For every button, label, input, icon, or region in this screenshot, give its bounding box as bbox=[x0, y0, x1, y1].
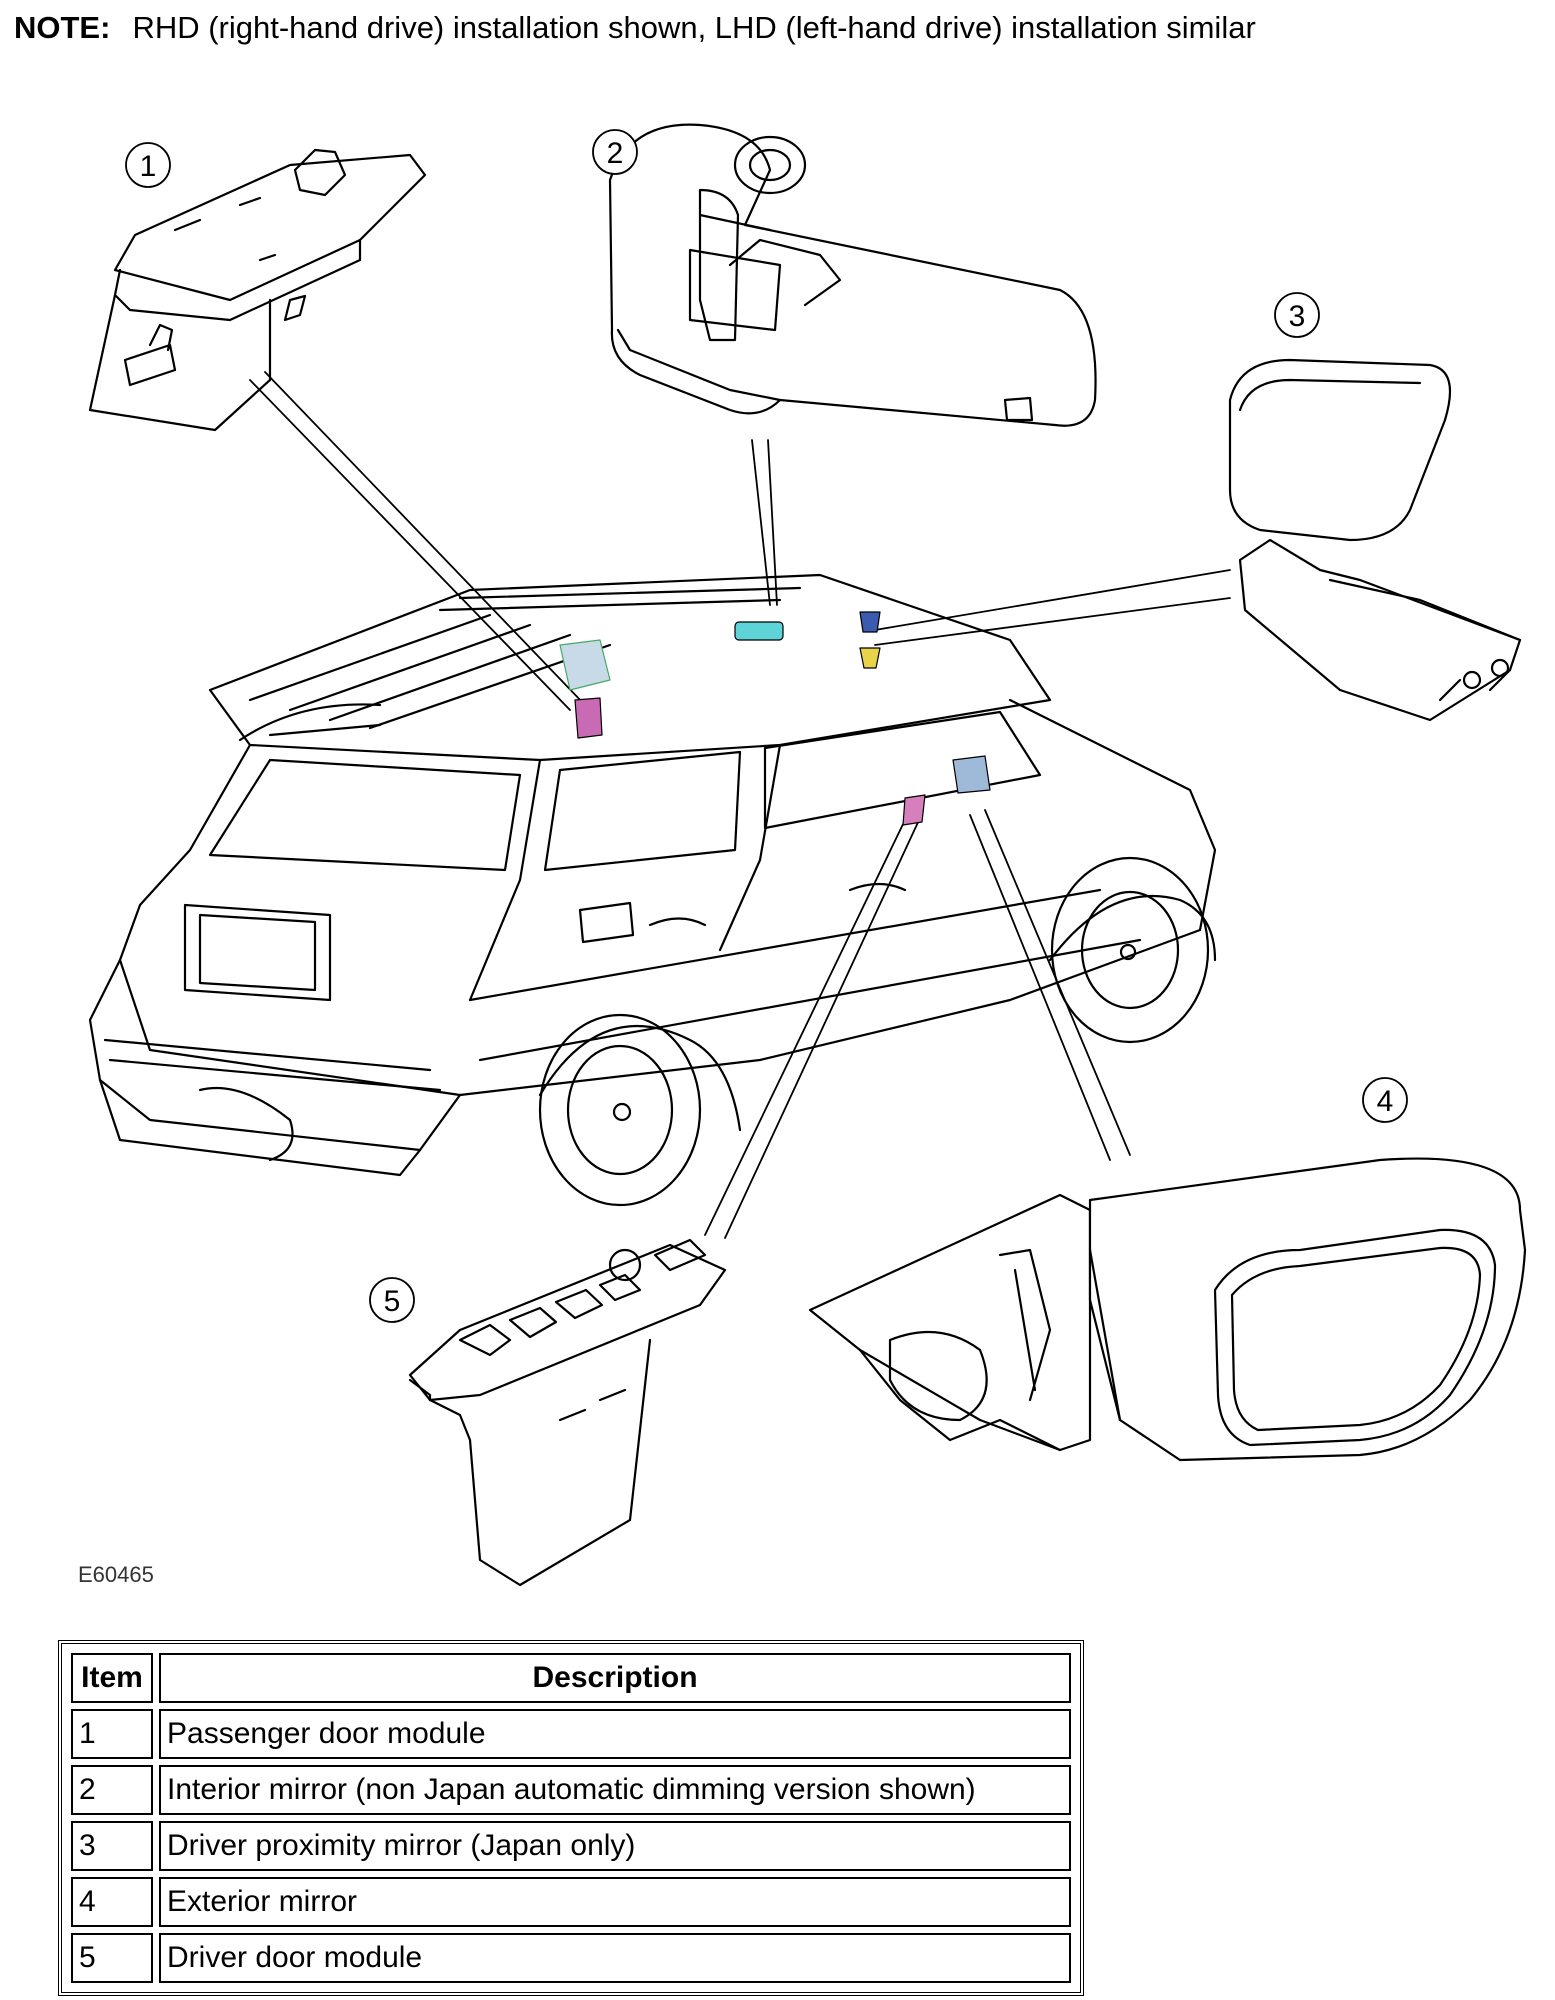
figure-id: E60465 bbox=[78, 1562, 154, 1587]
note: NOTE: RHD (right-hand drive) installation… bbox=[14, 10, 1256, 46]
exterior-mirror-illustration bbox=[808, 1157, 1527, 1462]
callout-3-circle bbox=[1274, 292, 1320, 338]
legend-item-description: Passenger door module bbox=[159, 1709, 1071, 1759]
legend-item-description: Exterior mirror bbox=[159, 1877, 1071, 1927]
legend-item-number: 5 bbox=[71, 1933, 153, 1983]
legend-item-description: Driver door module bbox=[159, 1933, 1071, 1983]
note-label: NOTE: bbox=[14, 10, 111, 45]
table-row: 5 Driver door module bbox=[71, 1933, 1071, 1983]
legend-item-number: 1 bbox=[71, 1709, 153, 1759]
callout-3-label: 3 bbox=[1289, 300, 1306, 333]
legend-item-description: Interior mirror (non Japan automatic dim… bbox=[159, 1765, 1071, 1815]
leader-lines bbox=[249, 371, 1231, 1239]
legend-item-number: 3 bbox=[71, 1821, 153, 1871]
callout-1-label: 1 bbox=[140, 150, 157, 183]
legend-header-description: Description bbox=[159, 1653, 1071, 1703]
callout-4-label: 4 bbox=[1377, 1085, 1394, 1118]
marker-driver-module bbox=[902, 794, 926, 826]
callout-2-label: 2 bbox=[607, 137, 624, 170]
note-text: RHD (right-hand drive) installation show… bbox=[132, 10, 1256, 45]
driver-proximity-mirror-illustration bbox=[1228, 358, 1522, 722]
component-location-diagram: 1 2 3 4 5 bbox=[88, 123, 1527, 1587]
legend-header-item: Item bbox=[71, 1653, 153, 1703]
legend-item-number: 4 bbox=[71, 1877, 153, 1927]
marker-proximity-mirror bbox=[859, 611, 881, 633]
table-row: 3 Driver proximity mirror (Japan only) bbox=[71, 1821, 1071, 1871]
legend-item-description: Driver proximity mirror (Japan only) bbox=[159, 1821, 1071, 1871]
legend-item-number: 2 bbox=[71, 1765, 153, 1815]
callouts bbox=[125, 129, 1408, 1323]
vehicle-illustration bbox=[88, 573, 1217, 1207]
callout-4-circle bbox=[1362, 1077, 1408, 1123]
legend-header-row: Item Description bbox=[71, 1653, 1071, 1703]
table-row: 2 Interior mirror (non Japan automatic d… bbox=[71, 1765, 1071, 1815]
location-markers bbox=[559, 611, 991, 826]
table-row: 1 Passenger door module bbox=[71, 1709, 1071, 1759]
table-row: 4 Exterior mirror bbox=[71, 1877, 1071, 1927]
callout-2-circle bbox=[592, 129, 638, 175]
interior-mirror-illustration bbox=[608, 123, 1097, 427]
callout-5-label: 5 bbox=[384, 1285, 401, 1318]
marker-interior-mirror bbox=[734, 621, 784, 641]
marker-passenger-module-area bbox=[559, 639, 611, 691]
marker-passenger-module bbox=[574, 697, 603, 739]
callout-1-circle bbox=[125, 142, 171, 188]
marker-proximity-base bbox=[859, 647, 881, 669]
passenger-door-module-illustration bbox=[88, 148, 427, 432]
marker-exterior-mirror bbox=[952, 755, 991, 794]
legend-table: Item Description 1 Passenger door module… bbox=[58, 1640, 1084, 1996]
driver-door-module-illustration bbox=[408, 1238, 727, 1587]
callout-5-circle bbox=[369, 1277, 415, 1323]
